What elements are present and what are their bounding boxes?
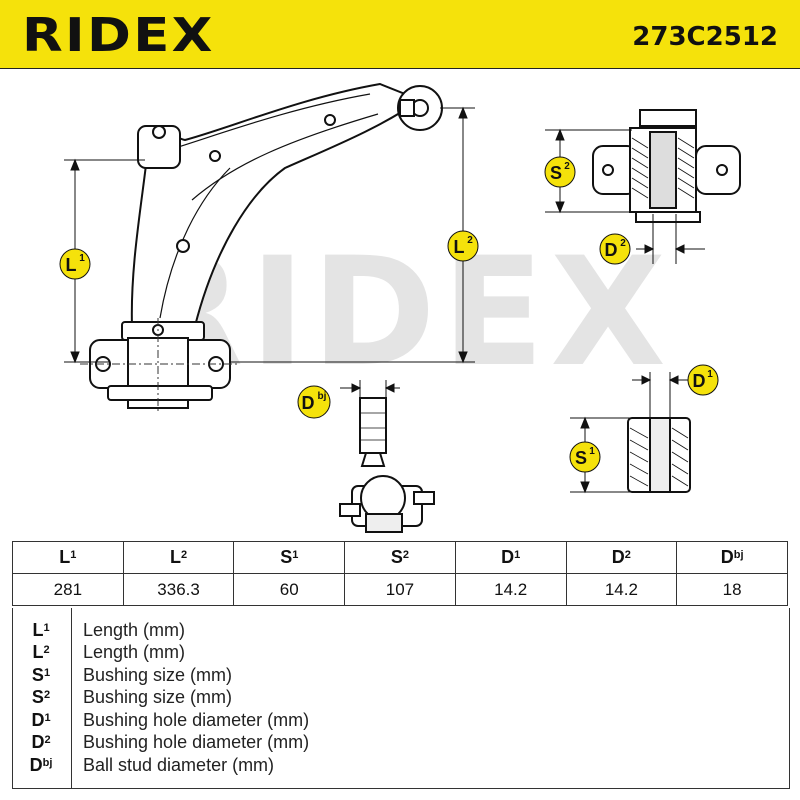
header-d2: D2 [565,541,678,574]
d2-dimension-line [636,214,705,264]
legend-description: Ball stud diameter (mm) [83,755,275,775]
svg-text:L: L [454,237,465,257]
brand-logo: RIDEX [22,8,215,62]
l1-label-badge: L 1 [59,248,91,280]
value-s1: 60 [233,573,346,606]
legend-symbol: L1 [32,620,50,640]
svg-text:2: 2 [467,235,473,246]
value-l1: 281 [12,573,124,606]
svg-text:1: 1 [707,369,713,380]
value-l2: 336.3 [122,573,235,606]
legend-description: Bushing hole diameter (mm) [83,710,310,730]
header-l2: L2 [122,541,235,574]
d1-dimension-line [632,372,688,418]
legend-description: Length (mm) [83,642,186,662]
legend-row-l1: L1 Length (mm) [13,620,789,642]
d2-label-badge: D 2 [599,233,631,265]
svg-text:S: S [575,448,587,468]
header-l1: L1 [12,541,124,574]
value-d1: 14.2 [454,573,567,606]
header-s2: S2 [344,541,456,574]
svg-text:L: L [66,255,77,275]
legend-symbol: S2 [31,687,51,707]
spec-table-header-row: L1 L2 S1 S2 D1 D2 Dbj [12,541,788,574]
svg-text:2: 2 [620,238,626,249]
legend-row-s2: S2 Bushing size (mm) [13,687,789,709]
legend-description: Bushing size (mm) [83,665,233,685]
spec-table: L1 L2 S1 S2 D1 D2 Dbj 281 336.3 60 107 1… [12,541,788,606]
ball-joint-drawing [339,397,435,533]
value-s2: 107 [344,573,456,606]
header-dbj: Dbj [676,541,788,574]
svg-text:D: D [302,393,315,413]
spec-table-value-row: 281 336.3 60 107 14.2 14.2 18 [12,573,788,606]
l2-label-badge: L 2 [447,230,479,262]
brand-header: RIDEX 273C2512 [0,0,800,69]
legend-symbol: L2 [32,642,50,662]
technical-drawing: RIDEX [0,68,800,540]
value-dbj: 18 [676,573,788,606]
svg-text:bj: bj [318,391,327,402]
legend-description: Length (mm) [83,620,186,640]
header-s1: S1 [233,541,346,574]
legend-row-dbj: Dbj Ball stud diameter (mm) [13,755,789,777]
bushing-s1-drawing [627,417,691,493]
svg-text:S: S [550,163,562,183]
svg-text:2: 2 [564,161,570,172]
s2-label-badge: S 2 [544,156,576,188]
dbj-dimension-line [340,380,400,398]
legend-description: Bushing hole diameter (mm) [83,732,310,752]
legend-symbol: Dbj [29,755,53,775]
legend-description: Bushing size (mm) [83,687,233,707]
dbj-label-badge: D bj [297,385,331,419]
part-number: 273C2512 [632,22,778,52]
svg-text:D: D [693,371,706,391]
legend-row-d2: D2 Bushing hole diameter (mm) [13,732,789,754]
legend-symbol: D2 [31,732,51,752]
legend-divider [71,608,72,788]
svg-text:D: D [605,240,618,260]
legend: L1 Length (mm) L2 Length (mm) S1 Bushing… [12,608,790,789]
header-d1: D1 [454,541,567,574]
legend-symbol: S1 [31,665,51,685]
d1-label-badge: D 1 [687,364,719,396]
svg-text:1: 1 [589,446,595,457]
svg-text:1: 1 [79,253,85,264]
s1-label-badge: S 1 [569,441,601,473]
bushing-s2-drawing [592,109,741,223]
legend-row-l2: L2 Length (mm) [13,642,789,664]
legend-row-d1: D1 Bushing hole diameter (mm) [13,710,789,732]
legend-row-s1: S1 Bushing size (mm) [13,665,789,687]
legend-symbol: D1 [31,710,51,730]
value-d2: 14.2 [565,573,678,606]
